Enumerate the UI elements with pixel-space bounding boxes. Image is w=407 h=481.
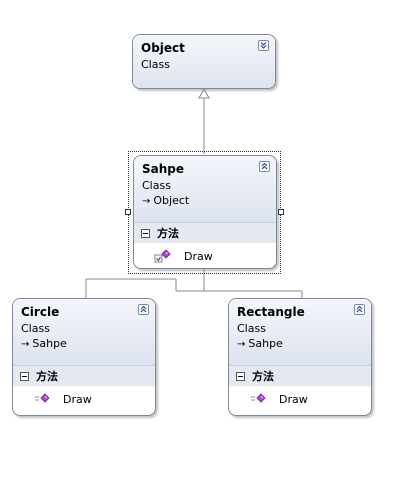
class-base: →Sahpe [237, 336, 363, 352]
minus-box-icon[interactable] [236, 371, 245, 381]
class-box-object[interactable]: Object Class [132, 34, 276, 89]
class-name: Circle [21, 305, 60, 319]
methods-section-header[interactable]: 方法 [134, 222, 276, 243]
inheritance-arrow-icon: → [237, 339, 246, 350]
double-chevron-up-icon[interactable] [259, 161, 270, 172]
minus-box-icon[interactable] [20, 371, 29, 381]
double-chevron-up-icon[interactable] [354, 304, 365, 315]
methods-section: 方法 Draw [134, 222, 276, 266]
class-header-circle: Circle Class →Sahpe [13, 299, 155, 365]
inheritance-arrow-icon: → [21, 339, 30, 350]
method-name: Draw [184, 249, 213, 263]
class-name: Object [141, 41, 185, 55]
base-class-name: Object [153, 194, 190, 207]
class-kind: Class [237, 322, 266, 335]
class-header-object: Object Class [133, 35, 275, 88]
class-name: Rectangle [237, 305, 305, 319]
class-box-circle[interactable]: Circle Class →Sahpe 方法 Draw [12, 298, 156, 416]
method-name: Draw [279, 392, 308, 406]
methods-section-header[interactable]: 方法 [13, 365, 155, 386]
section-label: 方法 [157, 227, 179, 240]
class-kind: Class [21, 322, 50, 335]
method-item-draw[interactable]: Draw [13, 389, 155, 409]
inheritance-arrow-icon: → [142, 196, 151, 207]
methods-section-header[interactable]: 方法 [229, 365, 371, 386]
class-kind: Class [142, 179, 171, 192]
method-item-draw[interactable]: Draw [134, 246, 276, 266]
resize-handle-left[interactable] [125, 209, 131, 215]
virtual-method-icon [154, 249, 176, 263]
double-chevron-up-icon[interactable] [138, 304, 149, 315]
base-class-name: Sahpe [248, 337, 283, 350]
class-header-sahpe: Sahpe Class →Object [134, 156, 276, 222]
method-name: Draw [63, 392, 92, 406]
methods-section: 方法 Draw [13, 365, 155, 409]
class-name: Sahpe [142, 162, 185, 176]
minus-box-icon[interactable] [141, 228, 150, 238]
class-header-rectangle: Rectangle Class →Sahpe [229, 299, 371, 365]
double-chevron-down-icon[interactable] [258, 40, 269, 51]
method-icon [249, 392, 271, 406]
class-base: →Object [142, 193, 268, 209]
class-base: →Sahpe [21, 336, 147, 352]
method-item-draw[interactable]: Draw [229, 389, 371, 409]
class-box-rectangle[interactable]: Rectangle Class →Sahpe 方法 Draw [228, 298, 372, 416]
method-icon [33, 392, 55, 406]
class-kind: Class [141, 58, 170, 71]
section-label: 方法 [252, 370, 274, 383]
resize-handle-right[interactable] [278, 209, 284, 215]
class-box-sahpe[interactable]: Sahpe Class →Object 方法 Draw [133, 155, 277, 269]
methods-section: 方法 Draw [229, 365, 371, 409]
inheritance-arrowhead-object [198, 87, 210, 99]
base-class-name: Sahpe [32, 337, 67, 350]
section-label: 方法 [36, 370, 58, 383]
